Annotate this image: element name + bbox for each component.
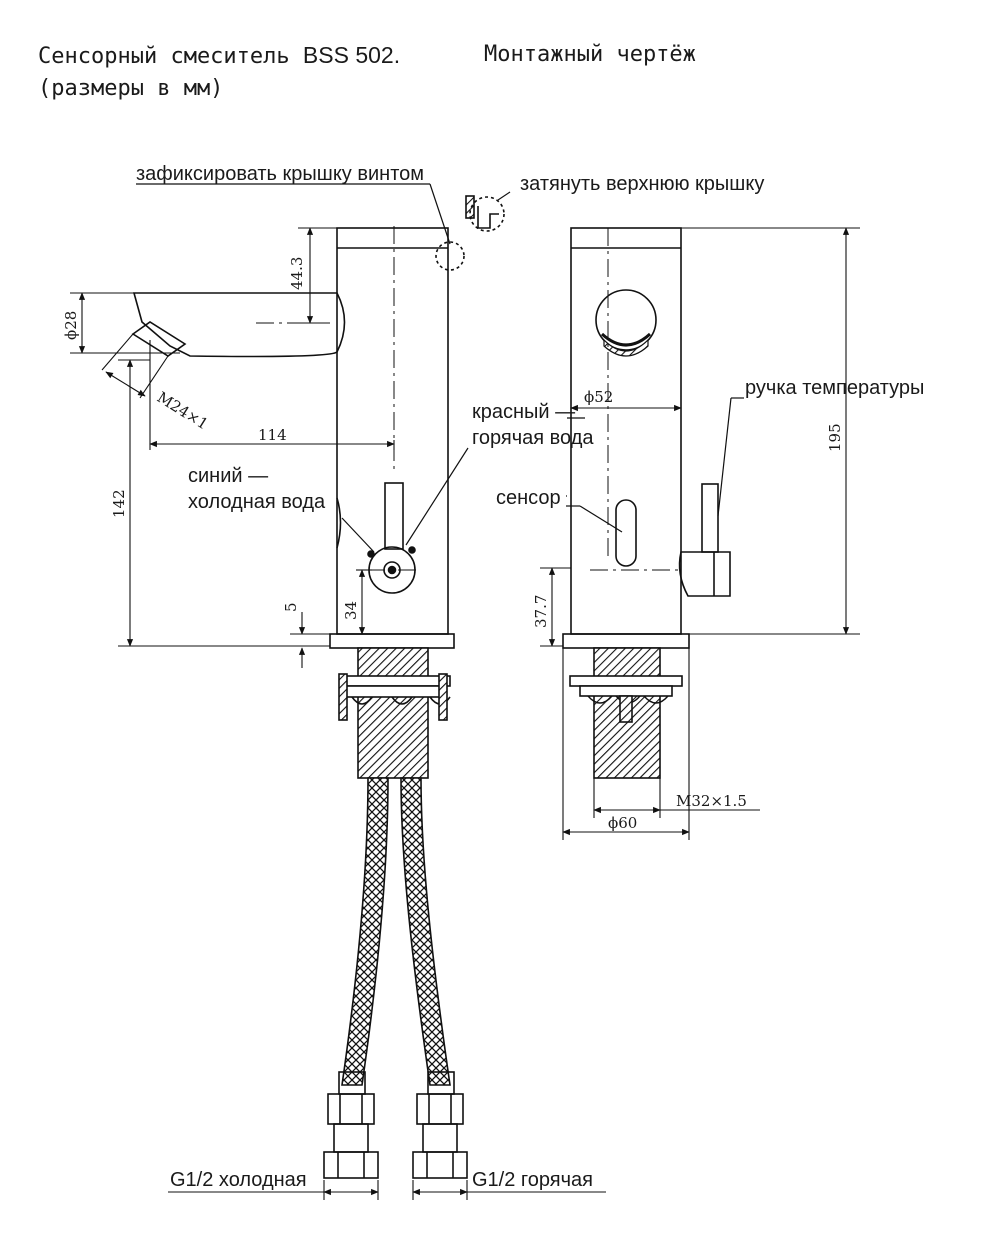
hose-cold bbox=[341, 777, 389, 1086]
fixing-plate bbox=[339, 675, 451, 687]
fixing-washer bbox=[345, 685, 445, 698]
cover-detail-section bbox=[477, 206, 499, 229]
units-note: (размеры в мм) bbox=[38, 76, 224, 101]
base-plate bbox=[329, 633, 455, 649]
callout-cold-connection: G1/2 холодная bbox=[170, 1169, 307, 1191]
callout-temp-handle: ручка температуры bbox=[745, 377, 924, 399]
side-view bbox=[70, 183, 606, 1200]
dim-34: 34 bbox=[342, 601, 360, 620]
dim-phi-28: ϕ28 bbox=[62, 311, 80, 340]
model-number: BSS 502. bbox=[302, 42, 401, 68]
drawing-subtitle: Монтажный чертёж bbox=[484, 42, 696, 67]
hose-hot bbox=[400, 777, 451, 1086]
stud-left bbox=[338, 673, 348, 721]
callout-hot-connection: G1/2 горячая bbox=[472, 1169, 593, 1191]
stud-right bbox=[438, 673, 448, 721]
dim-phi-60: ϕ60 bbox=[608, 814, 637, 832]
fitting-cold bbox=[323, 1071, 379, 1179]
dim-114: 114 bbox=[258, 426, 287, 444]
dim-37-7: 37.7 bbox=[532, 595, 550, 628]
dim-195: 195 bbox=[826, 423, 844, 452]
aerator-front bbox=[595, 289, 657, 351]
callout-tighten-cover: затянуть верхнюю крышку bbox=[520, 173, 764, 195]
callout-red-1: красный — bbox=[472, 401, 575, 423]
dim-phi-52: ϕ52 bbox=[584, 388, 613, 406]
temp-handle-lever bbox=[701, 483, 719, 553]
callout-blue-1: синий — bbox=[188, 465, 268, 487]
dim-m24: M24×1 bbox=[154, 388, 212, 433]
fixing-plate-front bbox=[569, 675, 683, 687]
callout-fix-cover: зафиксировать крышку винтом bbox=[136, 163, 424, 185]
fitting-hot bbox=[412, 1071, 468, 1179]
drawing-title: Сенсорный смеситель BSS 502. bbox=[38, 42, 401, 69]
threaded-shank-front bbox=[593, 647, 661, 779]
sensor-window bbox=[615, 499, 637, 567]
spout bbox=[132, 292, 346, 358]
hot-dot bbox=[408, 546, 416, 554]
cold-dot bbox=[367, 550, 375, 558]
handle-lever bbox=[384, 482, 404, 550]
callout-sensor: сенсор bbox=[496, 487, 561, 509]
threaded-shank bbox=[357, 647, 429, 779]
body-side-ridge bbox=[336, 497, 342, 549]
annotations: зафиксировать крышку винтом затянуть вер… bbox=[62, 163, 924, 1191]
screw-detail-circle bbox=[435, 241, 465, 271]
front-view bbox=[540, 227, 860, 840]
temp-handle-base bbox=[678, 551, 731, 597]
dim-44-3: 44.3 bbox=[288, 257, 306, 290]
callout-red-2: горячая вода bbox=[472, 427, 594, 449]
base-plate-front bbox=[562, 633, 690, 649]
dim-m32: M32×1.5 bbox=[676, 792, 747, 810]
dim-142: 142 bbox=[110, 489, 128, 518]
callout-blue-2: холодная вода bbox=[188, 491, 326, 513]
dim-5: 5 bbox=[282, 602, 300, 612]
aerator bbox=[131, 321, 187, 357]
